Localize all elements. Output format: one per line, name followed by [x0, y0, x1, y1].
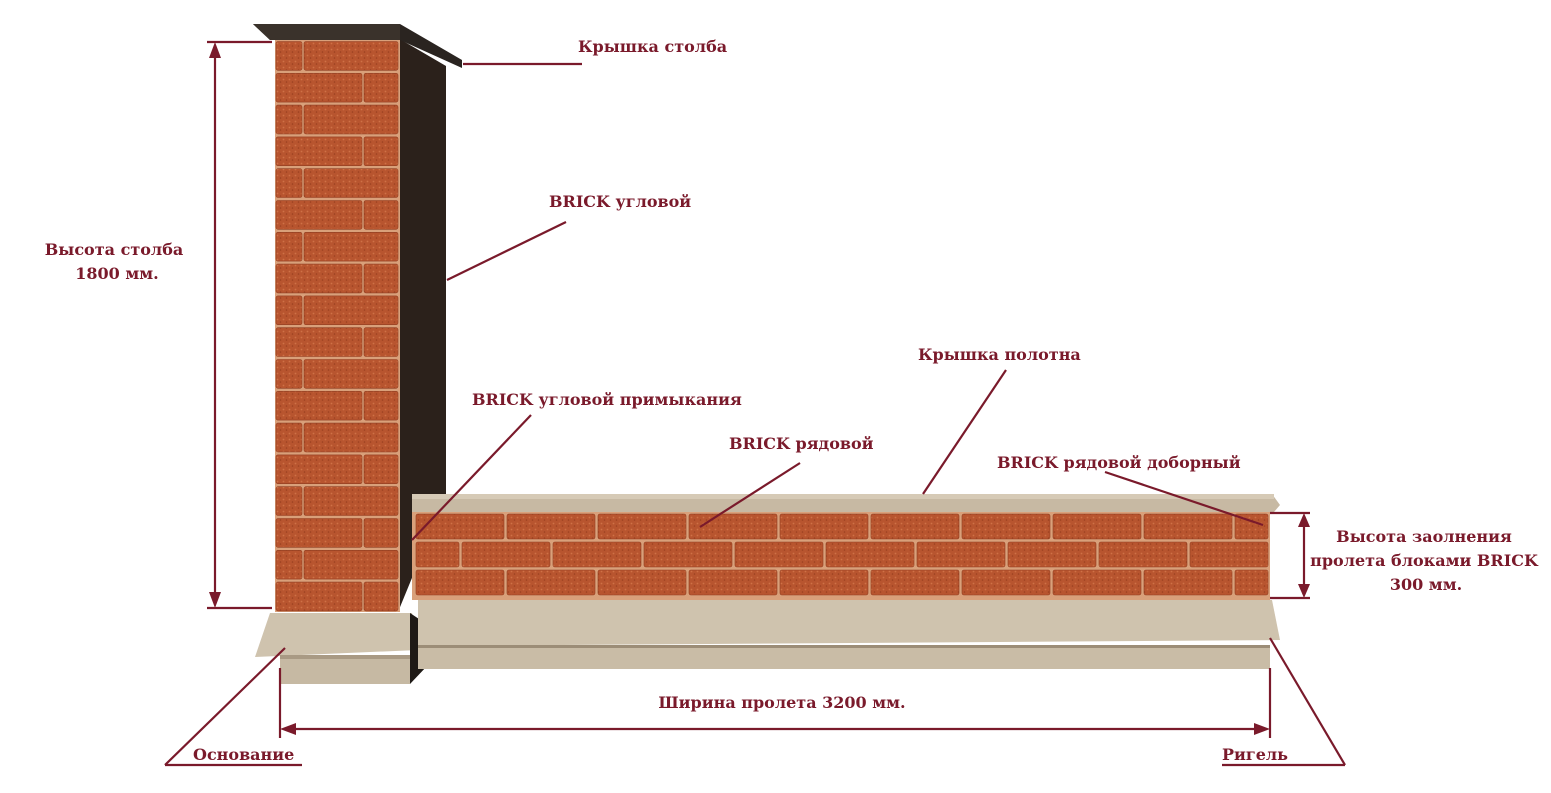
- label-wall-cap: Крышка полотна: [918, 345, 1081, 364]
- brick: [363, 327, 399, 357]
- brick: [275, 327, 363, 357]
- brick: [870, 513, 960, 540]
- annotation-lines: [164, 40, 1346, 767]
- brick: [363, 390, 399, 421]
- brick: [506, 513, 596, 540]
- brick: [1098, 541, 1188, 568]
- brick: [275, 136, 363, 166]
- brick: [1234, 569, 1269, 596]
- brick: [363, 581, 399, 612]
- brick: [303, 422, 399, 453]
- brick: [275, 168, 303, 198]
- label-brick-row: BRICK рядовой: [729, 434, 874, 453]
- crossbar-beam: [418, 600, 1280, 669]
- brick: [303, 549, 399, 580]
- brick: [275, 486, 303, 516]
- brick: [275, 359, 303, 389]
- brick: [363, 73, 399, 103]
- label-fill-height-1: Высота заолнения: [1336, 527, 1512, 546]
- brick: [275, 232, 303, 262]
- label-brick-corner: BRICK угловой: [549, 192, 691, 211]
- brick: [415, 569, 505, 596]
- brick: [916, 541, 1006, 568]
- brick: [275, 390, 363, 421]
- brick: [734, 541, 824, 568]
- label-post-cap: Крышка столба: [578, 37, 727, 56]
- brick: [363, 200, 399, 230]
- brick: [275, 549, 303, 580]
- brick: [303, 168, 399, 198]
- brick: [552, 541, 642, 568]
- brick: [275, 295, 303, 325]
- post-brick-column: [275, 38, 400, 612]
- brick: [506, 569, 596, 596]
- brick: [597, 569, 687, 596]
- brick: [363, 263, 399, 294]
- brick: [597, 513, 687, 540]
- label-span-width: Ширина пролета 3200 мм.: [658, 693, 905, 712]
- brick: [275, 422, 303, 453]
- brick: [275, 104, 303, 135]
- brick: [1143, 513, 1233, 540]
- label-brick-row-extra: BRICK рядовой доборный: [997, 453, 1241, 472]
- brick: [303, 41, 399, 71]
- brick: [961, 569, 1051, 596]
- brick: [363, 518, 399, 548]
- brick: [303, 359, 399, 389]
- brick: [825, 541, 915, 568]
- brick: [870, 569, 960, 596]
- brick: [688, 569, 778, 596]
- label-base: Основание: [193, 745, 294, 764]
- wall-cap: [412, 494, 1280, 512]
- brick: [363, 454, 399, 484]
- brick: [1189, 541, 1269, 568]
- brick: [961, 513, 1051, 540]
- label-fill-height-3: 300 мм.: [1390, 575, 1462, 594]
- brick: [643, 541, 733, 568]
- brick: [303, 104, 399, 135]
- brick: [415, 541, 460, 568]
- brick: [275, 581, 363, 612]
- brick: [363, 136, 399, 166]
- brick: [275, 263, 363, 294]
- brick: [275, 518, 363, 548]
- label-crossbar: Ригель: [1222, 745, 1288, 764]
- brick: [275, 200, 363, 230]
- brick: [1143, 569, 1233, 596]
- brick: [275, 454, 363, 484]
- brick: [275, 73, 363, 103]
- brick: [303, 232, 399, 262]
- label-brick-corner-adjoining: BRICK угловой примыкания: [472, 390, 742, 409]
- brick: [1052, 513, 1142, 540]
- brick: [303, 486, 399, 516]
- post-side-face: [398, 38, 446, 612]
- label-post-height-2: 1800 мм.: [75, 264, 158, 283]
- brick: [779, 513, 869, 540]
- brick: [415, 513, 505, 540]
- brick: [461, 541, 551, 568]
- wall-brick-rows: [412, 512, 1270, 600]
- brick: [1234, 513, 1269, 540]
- brick: [275, 41, 303, 71]
- post-cap: [253, 24, 462, 68]
- brick: [1052, 569, 1142, 596]
- brick: [779, 569, 869, 596]
- label-post-height-1: Высота столба: [45, 240, 183, 259]
- dimension-arrowheads: [209, 42, 1310, 735]
- label-fill-height-2: пролета блоками BRICK: [1310, 551, 1539, 570]
- brick: [303, 295, 399, 325]
- brick: [1007, 541, 1097, 568]
